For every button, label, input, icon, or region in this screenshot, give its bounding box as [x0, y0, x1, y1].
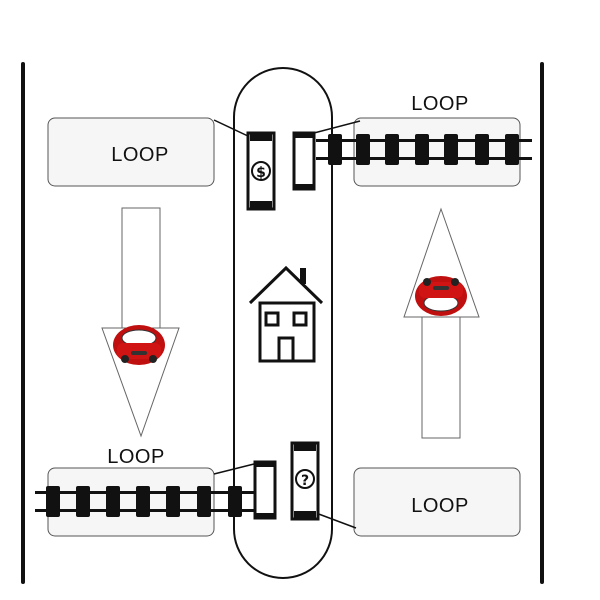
connector-line [213, 119, 251, 138]
loop-label-bottom-right: LOOP [411, 495, 469, 517]
loop-box-top-left: LOOP [47, 117, 215, 187]
house-icon [248, 265, 324, 363]
loop-box-top-right [353, 117, 521, 187]
right-side-rail [540, 62, 544, 584]
connector-line [213, 463, 255, 475]
connector-line [313, 120, 361, 134]
money-icon [251, 161, 271, 181]
wagon-money: $ [246, 131, 276, 211]
svg-text:$: $ [256, 165, 266, 181]
svg-text:?: ? [301, 473, 309, 489]
left-side-rail [21, 62, 25, 584]
loop-label-top-left: LOOP [111, 144, 169, 166]
loop-label-top-right: LOOP [411, 93, 469, 115]
wagon-empty-bottom [253, 460, 277, 520]
wagon-question: ? [290, 441, 320, 521]
red-car-icon [415, 276, 467, 316]
loop-label-bottom-left: LOOP [107, 446, 165, 468]
connector-line [315, 512, 357, 529]
wagon-empty-top [292, 131, 316, 191]
down-arrow [101, 207, 180, 438]
red-car-icon [113, 325, 165, 365]
up-arrow [403, 207, 480, 439]
railroad-track-bottom-left [35, 486, 255, 517]
question-icon [295, 469, 315, 489]
loop-box-bottom-right: LOOP [353, 467, 521, 537]
loop-box-bottom-left [47, 467, 215, 537]
railroad-track-top-right [316, 134, 532, 165]
